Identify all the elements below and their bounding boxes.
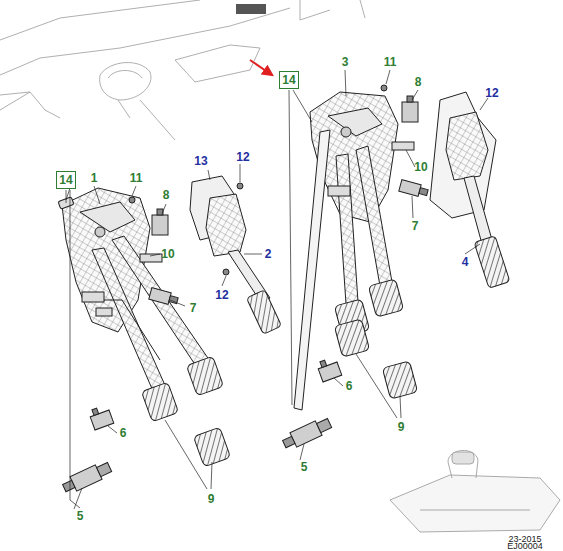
drawing-code: EJ00004 [507, 541, 543, 551]
callout-number: 11 [130, 171, 143, 185]
callout-number: 14 [282, 73, 295, 87]
callout-number: 7 [412, 219, 419, 233]
accelerator-left [190, 176, 282, 334]
callout-number: 5 [77, 509, 84, 523]
gear-shifter-sketch [390, 450, 560, 532]
callout-number: 12 [236, 150, 249, 164]
callout-number: 2 [265, 247, 272, 261]
callout-number: 10 [414, 160, 427, 174]
callout-number: 6 [120, 426, 127, 440]
callout-number: 1 [91, 171, 98, 185]
callout-number: 13 [194, 154, 207, 168]
callout-number: 9 [208, 492, 215, 506]
leader-lines [66, 70, 488, 509]
pointer-arrow [250, 60, 272, 75]
callout-number: 6 [346, 379, 353, 393]
switches-left [58, 197, 179, 496]
switches-right [281, 85, 429, 451]
accelerator-right [430, 92, 510, 288]
callout-number: 3 [342, 55, 349, 69]
callout-number: 12 [485, 86, 498, 100]
callout-number: 9 [398, 420, 405, 434]
boxed-callout: 14 [56, 171, 75, 189]
callout-number: 12 [215, 288, 228, 302]
callout-number: 4 [462, 255, 469, 269]
callout-number: 10 [161, 247, 174, 261]
boxed-callout: 14 [279, 71, 298, 89]
callout-number: 14 [59, 173, 72, 187]
callout-number: 5 [301, 460, 308, 474]
callout-number: 8 [415, 75, 422, 89]
callout-number: 8 [163, 188, 170, 202]
pedal-box-right [294, 92, 418, 410]
callout-number: 7 [190, 301, 197, 315]
callout-number: 11 [384, 55, 397, 69]
